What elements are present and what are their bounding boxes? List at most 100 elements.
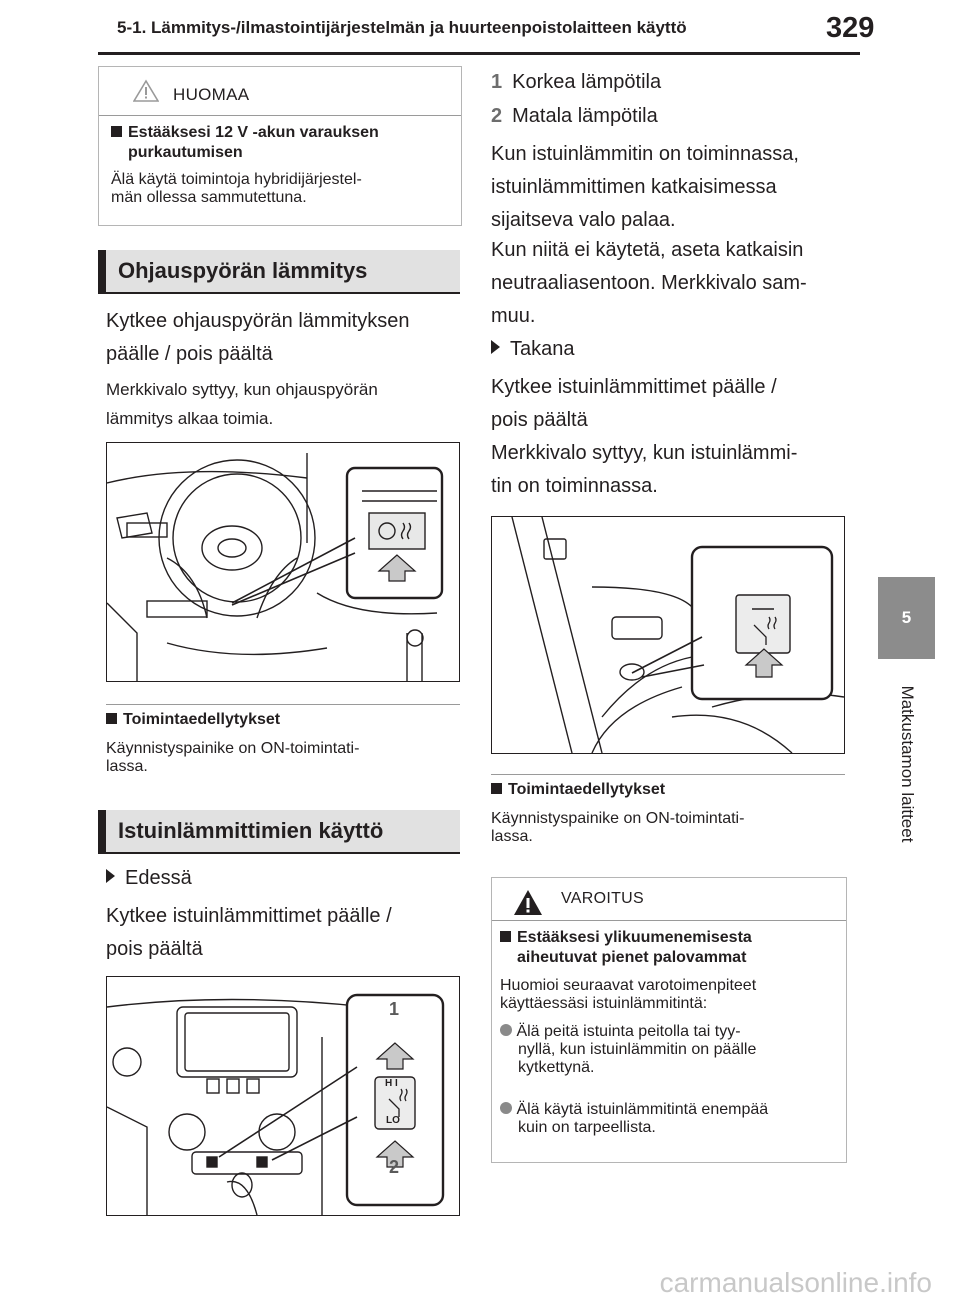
notice-title-line1: Estääksesi 12 V -akun varauksen (128, 124, 379, 141)
section-heading-steering: Ohjauspyörän lämmitys (98, 250, 460, 294)
rear-door-drawing (511, 517, 844, 753)
warning-bullet-1: Älä peitä istuinta peitolla tai tyy- nyl… (500, 1023, 756, 1077)
steering-note-line1: Merkkivalo syttyy, kun ohjauspyörän (106, 380, 378, 399)
figure-label-2: 2 (389, 1157, 400, 1177)
rear-note-line2: tin on toiminnassa. (491, 475, 658, 497)
notice-text: Älä käytä toimintoja hybridijärjestel- m… (111, 171, 362, 207)
warning-triangle-icon (514, 890, 542, 915)
square-bullet-icon (111, 126, 122, 137)
bullet-dot-icon (500, 1024, 512, 1036)
divider (491, 774, 845, 775)
item-2-text: Matala lämpötila (512, 105, 658, 127)
warning-box: VAROITUS Estääksesi ylikuumenemisesta ai… (491, 877, 847, 1163)
bullet-dot-icon (500, 1102, 512, 1114)
front-text-line2: pois päältä (106, 938, 203, 960)
rear-label: Takana (491, 333, 575, 366)
rear-seat-heater-illustration (491, 516, 845, 754)
rear-conditions-line2: lassa. (491, 828, 533, 845)
item-2-number: 2 (491, 105, 503, 127)
section-heading-seat: Istuinlämmittimien käyttö (98, 810, 460, 854)
steering-conditions-line1: Käynnistyspainike on ON-toimintati- (106, 740, 360, 757)
rear-conditions-title-text: Toimintaedellytykset (508, 781, 666, 798)
warning-b2-line1: Älä käytä istuinlämmitintä enempää (516, 1101, 769, 1118)
square-bullet-icon (491, 783, 502, 794)
triangle-bullet-icon (491, 340, 500, 354)
p1-line1: Kun istuinlämmitin on toiminnassa, (491, 143, 799, 165)
rear-label-text: Takana (510, 338, 575, 360)
steering-wheel-drawing (107, 453, 444, 681)
rear-note-line1: Merkkivalo syttyy, kun istuinlämmi- (491, 442, 798, 464)
square-bullet-icon (500, 931, 511, 942)
notice-divider (99, 115, 461, 116)
steering-conditions-title: Toimintaedellytykset (106, 710, 280, 730)
warning-intro-line2: käyttäessäsi istuinlämmitintä: (500, 995, 708, 1012)
notice-box: HUOMAA Estääksesi 12 V -akun varauksen p… (98, 66, 462, 226)
triangle-bullet-icon (106, 869, 115, 883)
front-text: Kytkee istuinlämmittimet päälle / pois p… (106, 900, 392, 966)
steering-note: Merkkivalo syttyy, kun ohjauspyörän lämm… (106, 375, 378, 433)
p2-line2: neutraaliasentoon. Merkkivalo sam- (491, 272, 807, 294)
neutral-paragraph: Kun niitä ei käytetä, aseta katkaisin ne… (491, 234, 807, 333)
rear-text: Kytkee istuinlämmittimet päälle / pois p… (491, 371, 777, 437)
warning-b1-line2: nyllä, kun istuinlämmitin on päälle (518, 1041, 757, 1058)
front-text-line1: Kytkee istuinlämmittimet päälle / (106, 905, 392, 927)
seat-heat-symbol (753, 616, 777, 645)
warning-intro: Huomioi seuraavat varotoimenpiteet käytt… (500, 977, 756, 1013)
watermark: carmanualsonline.info (659, 1267, 932, 1298)
p1-line2: istuinlämmittimen katkaisimessa (491, 176, 777, 198)
indicator-paragraph: Kun istuinlämmitin on toiminnassa, istui… (491, 138, 799, 237)
warning-b1-line3: kytkettynä. (518, 1059, 595, 1076)
front-console-drawing (107, 993, 445, 1215)
divider (106, 704, 460, 705)
steering-conditions-text: Käynnistyspainike on ON-toimintati- lass… (106, 740, 359, 776)
p2-line1: Kun niitä ei käytetä, aseta katkaisin (491, 239, 804, 261)
item-1-text: Korkea lämpötila (512, 71, 662, 93)
page-number: 329 (826, 12, 875, 44)
chapter-tab: 5 (878, 577, 935, 659)
figure-label-1: 1 (389, 999, 400, 1019)
square-bullet-icon (106, 713, 117, 724)
item-2: 2 Matala lämpötila (491, 100, 658, 133)
warning-heading: VAROITUS (561, 890, 645, 907)
lo-label: LO (386, 1115, 400, 1126)
front-seat-heater-illustration: 1 2 H I LO (106, 976, 460, 1216)
item-1: 1 Korkea lämpötila (491, 66, 661, 99)
rear-conditions-title: Toimintaedellytykset (491, 780, 665, 800)
heater-symbol (378, 522, 412, 540)
warning-title: Estääksesi ylikuumenemisesta aiheutuvat … (500, 928, 752, 968)
running-header-title: 5-1. Lämmitys-/ilmastointijärjestelmän j… (117, 18, 687, 37)
warning-b2-line2: kuin on tarpeellista. (518, 1119, 656, 1136)
front-label: Edessä (106, 862, 192, 895)
warning-divider (492, 920, 846, 921)
notice-title-line2: purkautumisen (128, 144, 243, 161)
steering-text-line1: Kytkee ohjauspyörän lämmityksen (106, 310, 410, 332)
steering-conditions-title-text: Toimintaedellytykset (123, 711, 281, 728)
p2-line3: muu. (491, 305, 536, 327)
warning-title-line1: Estääksesi ylikuumenemisesta (517, 929, 752, 946)
steering-heater-illustration (106, 442, 460, 682)
notice-text-line2: män ollessa sammutettuna. (111, 189, 307, 206)
hi-label: H I (385, 1078, 398, 1089)
down-arrow-icon (375, 1140, 415, 1168)
header-rule (98, 52, 860, 55)
front-label-text: Edessä (125, 867, 192, 889)
warning-bullet-2: Älä käytä istuinlämmitintä enempää kuin … (500, 1101, 768, 1137)
item-1-number: 1 (491, 71, 503, 93)
warning-b1-line1: Älä peitä istuinta peitolla tai tyy- (516, 1023, 741, 1040)
rear-text-line2: pois päältä (491, 409, 588, 431)
steering-text: Kytkee ohjauspyörän lämmityksen päälle /… (106, 305, 409, 371)
steering-conditions-line2: lassa. (106, 758, 148, 775)
notice-title: Estääksesi 12 V -akun varauksen purkautu… (111, 123, 379, 163)
steering-note-line2: lämmitys alkaa toimia. (106, 409, 274, 428)
warning-intro-line1: Huomioi seuraavat varotoimenpiteet (500, 977, 757, 994)
p1-line3: sijaitseva valo palaa. (491, 209, 676, 231)
up-arrow-icon (744, 648, 784, 678)
rear-conditions-line1: Käynnistyspainike on ON-toimintati- (491, 810, 745, 827)
notice-heading: HUOMAA (173, 85, 250, 104)
caution-triangle-icon (133, 79, 159, 102)
steering-text-line2: päälle / pois päältä (106, 343, 273, 365)
seat-heat-symbol (388, 1088, 408, 1117)
warning-title-line2: aiheutuvat pienet palovammat (517, 949, 747, 966)
rear-text-line1: Kytkee istuinlämmittimet päälle / (491, 376, 777, 398)
rear-conditions-text: Käynnistyspainike on ON-toimintati- lass… (491, 810, 744, 846)
